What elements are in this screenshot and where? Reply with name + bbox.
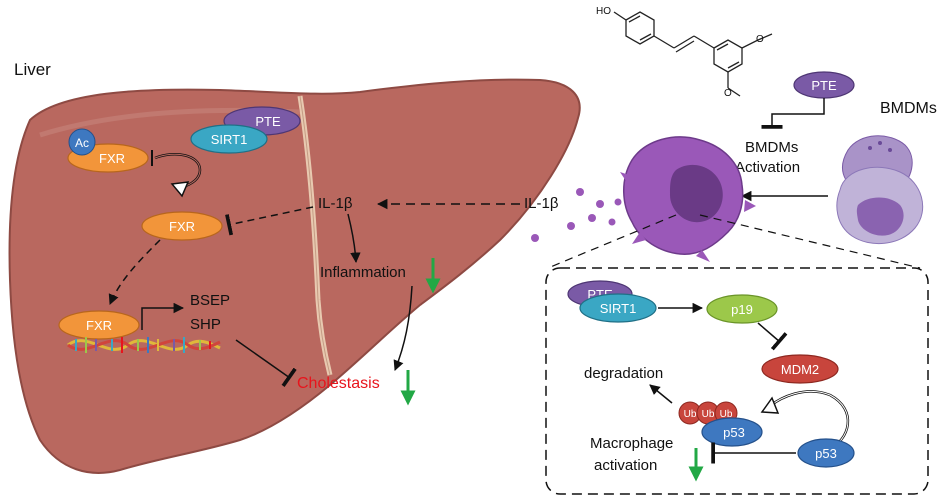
methoxy-o-1: O (756, 34, 764, 45)
zoom-line-right (699, 214, 921, 269)
activation-line1: BMDMs (745, 139, 798, 156)
hydroxyl-label: HO (596, 6, 611, 17)
liver-body (8, 78, 581, 474)
p19-label: p19 (731, 302, 753, 317)
p53-free-node (797, 438, 855, 468)
liver-label: Liver (14, 60, 51, 79)
mdm2-node (761, 354, 839, 384)
p53-bound-label: p53 (723, 425, 745, 440)
inflammation-label: Inflammation (320, 264, 406, 281)
shp-inhibits-cholestasis (235, 339, 297, 388)
zoom-line-left (547, 214, 677, 269)
ub-3-label: Ub (720, 409, 733, 420)
transcription-arrow (141, 302, 185, 330)
fxr-dna-label: FXR (86, 318, 112, 333)
pte-top-label: PTE (811, 78, 837, 93)
bsep-label: BSEP (190, 292, 230, 309)
deacetylation-curve-inner (154, 153, 201, 189)
pterostilbene-structure (613, 11, 773, 97)
methoxy-o-2: O (724, 88, 732, 99)
p19-node (706, 294, 778, 324)
fxr-dna-node (58, 310, 140, 340)
macrophage-activation-line1: Macrophage (590, 435, 673, 452)
fxr-acetylated-label: FXR (99, 151, 125, 166)
il1b-inhibits-fxr (225, 206, 314, 236)
inflammation-to-cholestasis (393, 285, 413, 371)
activation-line2: Activation (735, 159, 800, 176)
fxr-deacetylated-node (141, 211, 223, 241)
bmdm-cells (836, 135, 924, 245)
p53-bound-node (701, 417, 763, 447)
macrophage-activation-line2: activation (594, 457, 657, 474)
cholestasis-label: Cholestasis (297, 375, 380, 392)
acetyl-label: Ac (75, 136, 89, 150)
ubiquitination-arrowhead (760, 396, 780, 414)
bmdms-label: BMDMs (880, 100, 937, 117)
liver-organ (8, 78, 581, 474)
fxr-deacetylated-label: FXR (169, 219, 195, 234)
deacetylation-arrowhead (170, 181, 190, 198)
pte-liver-label: PTE (255, 114, 281, 129)
macrophage-cell (620, 136, 756, 262)
ligament-edge (299, 95, 331, 376)
ubiquitination-curve-inner (769, 390, 849, 451)
ub-1-label: Ub (684, 409, 697, 420)
degradation-label: degradation (584, 365, 663, 382)
sirt1-liver-label: SIRT1 (211, 132, 248, 147)
sirt1-inset-label: SIRT1 (600, 301, 637, 316)
sirt1-liver-node (190, 124, 268, 154)
ubiquitin-to-degradation-arrow (649, 384, 673, 404)
p53-free-label: p53 (815, 446, 837, 461)
fxr-translocation-arrow (108, 239, 161, 305)
il1b-macrophage-label: IL-1β (524, 195, 559, 212)
inset-box (545, 267, 929, 495)
acetyl-group (68, 128, 96, 156)
p19-inhibits-mdm2 (757, 322, 788, 351)
ub-2-label: Ub (702, 409, 715, 420)
il1b-to-inflammation (347, 213, 361, 264)
shp-label: SHP (190, 316, 221, 333)
dna-helix (67, 337, 221, 353)
il1b-liver-label: IL-1β (318, 195, 353, 212)
sirt1-inset-node (579, 293, 657, 323)
pte-inhibits-activation (761, 98, 825, 129)
mdm2-label: MDM2 (781, 362, 819, 377)
il1b-particles (531, 188, 622, 242)
